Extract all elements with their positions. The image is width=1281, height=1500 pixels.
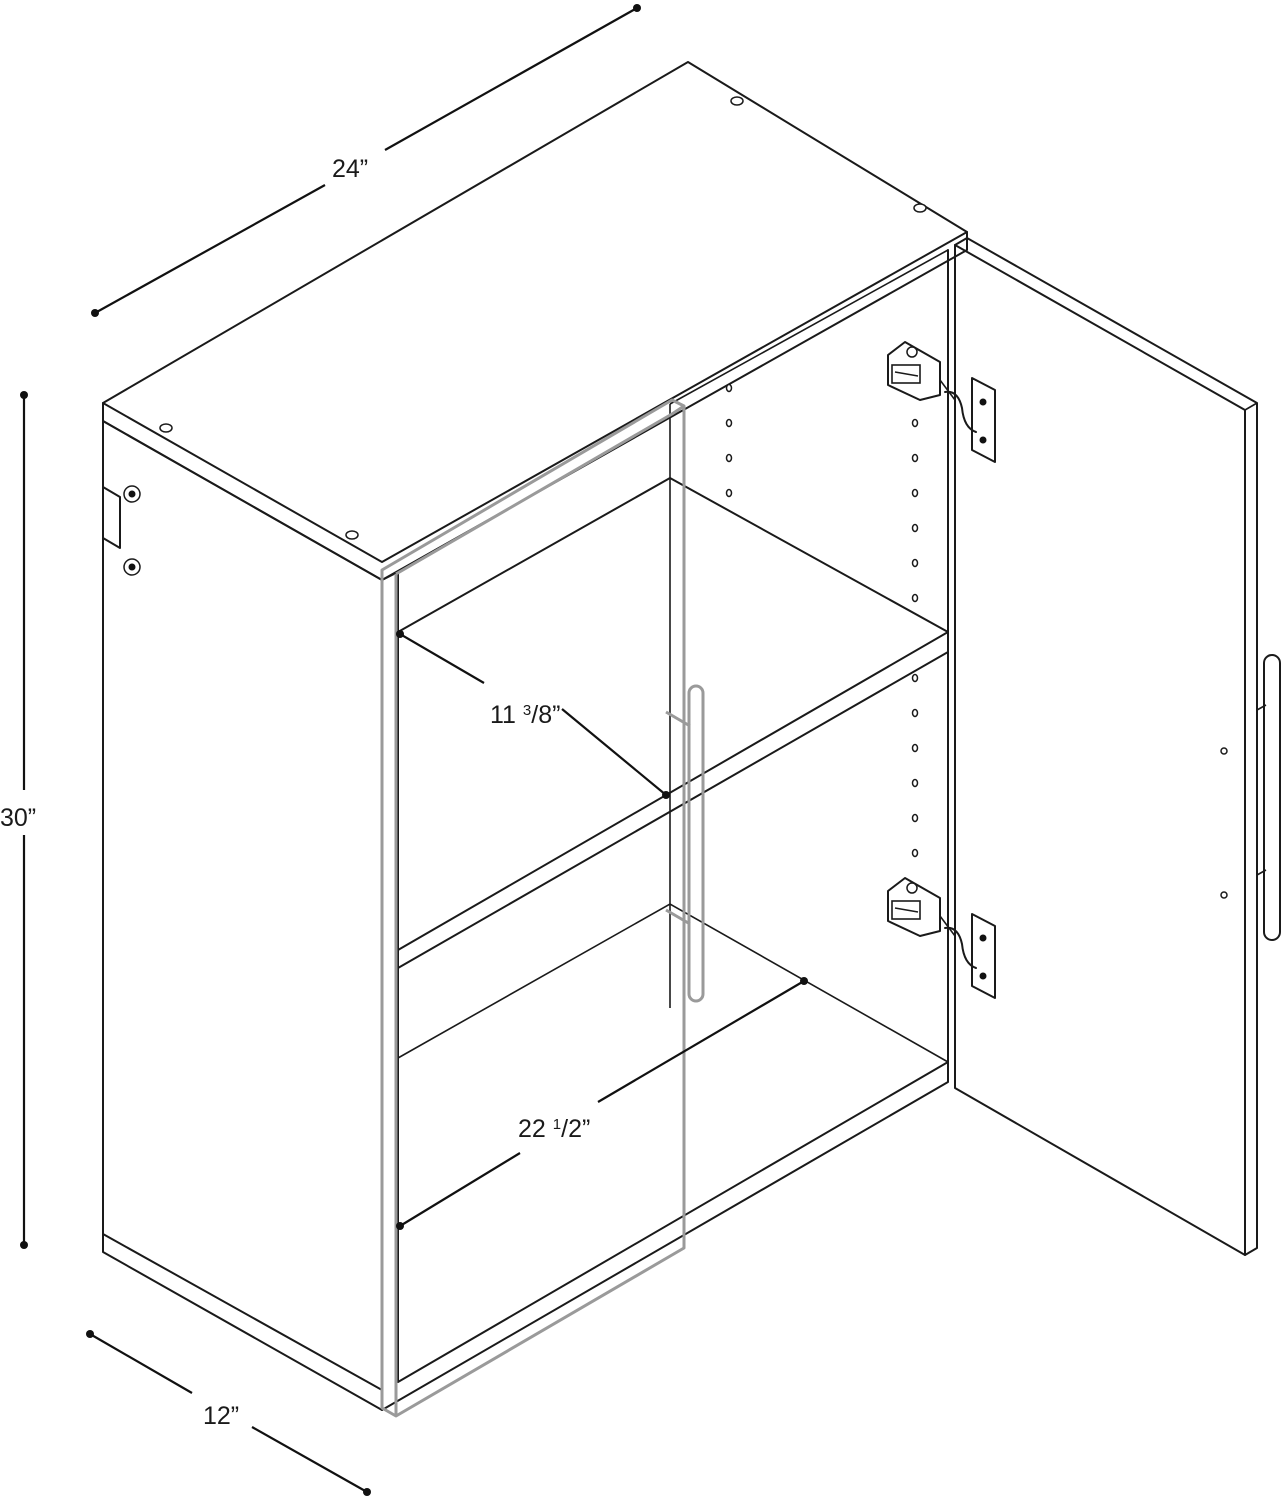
dim-depth: 12”: [86, 1330, 371, 1496]
dim-width: 24”: [91, 4, 641, 317]
cabinet-shelf-edge: [397, 631, 949, 969]
side-screw-upper-center: [128, 490, 136, 498]
top-hole-4: [913, 203, 927, 213]
open-door-panel: [954, 244, 1246, 1256]
ghost-door-outline: [380, 398, 686, 1418]
door-handle-post-bottom: [1256, 869, 1267, 876]
ghost-handle-post-top: [665, 710, 691, 728]
dim-width-label: 24”: [332, 155, 368, 183]
cabinet-top-edge: [102, 231, 968, 581]
open-door: [954, 237, 1281, 1256]
dim-shelf-gap: 11 3/8”: [396, 630, 670, 799]
dim-shelf-gap-label: 11 3/8”: [490, 701, 560, 729]
top-hole-1: [159, 423, 173, 433]
hinge-lower: [887, 877, 996, 999]
side-screw-lower-center: [128, 563, 136, 571]
dim-inner-width-label: 22 1/2”: [518, 1115, 590, 1143]
cabinet-back-top: [669, 249, 949, 405]
dim-depth-label: 12”: [203, 1402, 239, 1430]
ghost-handle-post-bottom: [665, 908, 691, 926]
cabinet-body: [102, 61, 968, 1411]
side-notch: [102, 486, 121, 549]
door-hole-2: [1220, 891, 1228, 899]
ghost-door-edge: [395, 404, 685, 576]
door-hole-1: [1220, 747, 1228, 755]
top-hole-2: [345, 530, 359, 540]
door-handle-post-top: [1256, 704, 1267, 711]
ghost-door: [380, 398, 705, 1418]
cabinet-floor: [397, 903, 949, 1063]
cabinet-side-panel: [102, 420, 383, 1391]
ghost-door-handle: [687, 684, 705, 1003]
cabinet-bottom-panel: [381, 1061, 949, 1411]
cabinet-side-bottom: [102, 1233, 383, 1411]
shelf-pin-holes: [725, 383, 919, 858]
dim-inner-width: 22 1/2”: [396, 977, 808, 1230]
open-door-edge-line: [1244, 402, 1258, 411]
dim-height: 30”: [0, 391, 36, 1249]
cabinet-shelf: [397, 477, 949, 951]
dim-height-label: 30”: [0, 804, 36, 832]
open-door-handle: [1263, 654, 1281, 941]
hinge-upper: [887, 341, 996, 463]
top-hole-3: [730, 96, 744, 106]
